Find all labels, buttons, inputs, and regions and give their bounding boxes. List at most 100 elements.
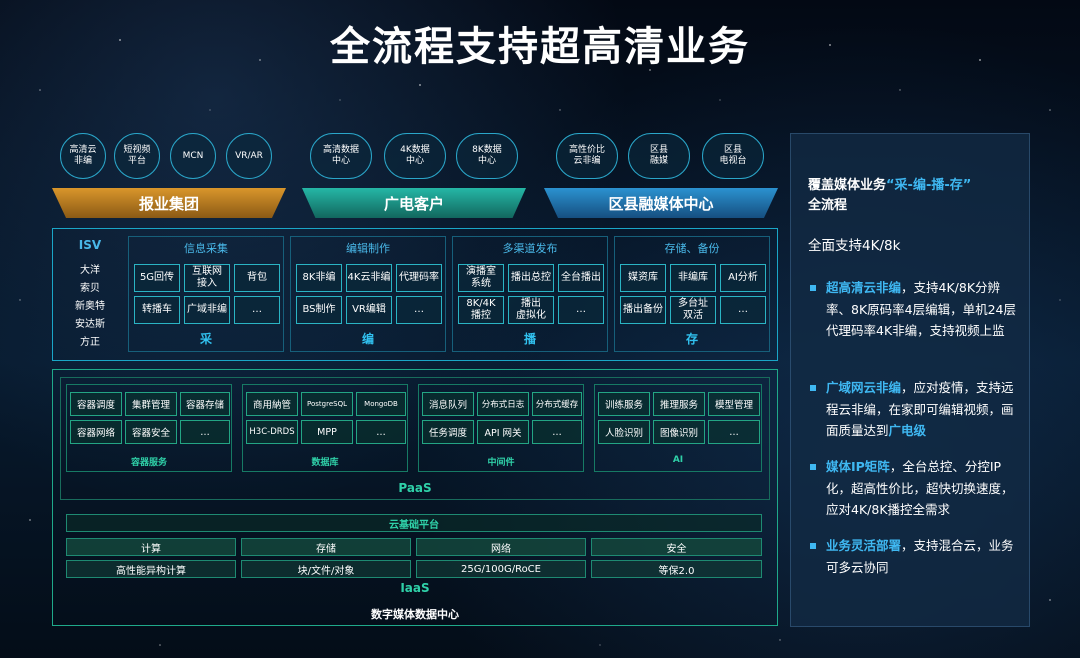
- county-media-circle: 区县 融媒: [628, 133, 690, 179]
- database-group: [242, 384, 408, 472]
- 8k-datacenter-circle: 8K数据 中心: [456, 133, 518, 179]
- p3-highlight: 媒体IP矩阵: [826, 459, 890, 474]
- collect-cell: 5G回传: [134, 264, 180, 292]
- edit-label: 编: [361, 332, 374, 346]
- iaas-head: 安全: [591, 538, 762, 556]
- iaas-value: 等保2.0: [591, 560, 762, 578]
- bullet-icon: [810, 543, 816, 549]
- ai-cell: …: [708, 420, 760, 444]
- middleware-label: 中间件: [487, 458, 515, 468]
- storage-cell: 媒资库: [620, 264, 666, 292]
- p1-text: ，支持4K/8K分辨率、8K原码率4层编辑，单机24层代理码率4K非编，支持视频…: [826, 280, 1017, 338]
- edit-cell: 代理码率: [396, 264, 442, 292]
- edit-heading: 编辑制作: [346, 242, 390, 255]
- database-label: 数据库: [311, 458, 339, 468]
- panel-heading: 覆盖媒体业务“采-编-播-存” 全流程: [808, 176, 1028, 216]
- database-cell: MPP: [301, 420, 353, 444]
- middleware-cell: 任务调度: [422, 420, 474, 444]
- p4-highlight: 业务灵活部署: [826, 538, 902, 553]
- container-group: [66, 384, 232, 472]
- storage-cell: 多台址 双活: [670, 296, 716, 324]
- container-cell: 容器调度: [70, 392, 122, 416]
- middleware-cell: 消息队列: [422, 392, 474, 416]
- panel-paragraph-4: 业务灵活部署，支持混合云，业务可多云协同: [826, 535, 1022, 578]
- middleware-group: [418, 384, 584, 472]
- iaas-value: 块/文件/对象: [241, 560, 411, 578]
- middleware-cell: API 网关: [477, 420, 529, 444]
- isv-item: 索贝: [80, 283, 100, 294]
- database-cell: MongoDB: [356, 392, 406, 416]
- database-cell: PostgreSQL: [301, 392, 353, 416]
- ai-cell: 模型管理: [708, 392, 760, 416]
- isv-item: 新奥特: [75, 301, 105, 312]
- database-cell: H3C-DRDS: [246, 420, 298, 444]
- storage-label: 存: [685, 332, 698, 346]
- p3-text: ，全台总控、分控IP化，超高性价比，超快切换速度，应对4K/8K播控全需求: [826, 459, 1014, 517]
- p1-highlight: 超高清云非编: [826, 280, 902, 295]
- broadcast-cell: 播出 虚拟化: [508, 296, 554, 324]
- storage-cell: 非编库: [670, 264, 716, 292]
- newspaper-group-banner: 报业集团: [52, 188, 286, 218]
- broadcast-cell: 全台播出: [558, 264, 604, 292]
- broadcast-client-banner: 广电客户: [302, 188, 526, 218]
- ai-cell: 训练服务: [598, 392, 650, 416]
- broadcast-heading: 多渠道发布: [502, 242, 558, 255]
- panel-subtitle: 全面支持4K/8k: [808, 238, 901, 254]
- edit-group: [290, 236, 446, 352]
- bullet-icon: [810, 285, 816, 291]
- iaas-value: 高性能异构计算: [66, 560, 236, 578]
- county-media-center-banner: 区县融媒体中心: [544, 188, 778, 218]
- edit-cell: 4K云非编: [346, 264, 392, 292]
- short-video-circle: 短视频 平台: [114, 133, 160, 179]
- iaas-head: 网络: [416, 538, 586, 556]
- middleware-cell: 分布式缓存: [532, 392, 582, 416]
- ai-cell: 图像识别: [653, 420, 705, 444]
- database-cell: 商用納管: [246, 392, 298, 416]
- edit-cell: VR编辑: [346, 296, 392, 324]
- collect-cell: 互联网 接入: [184, 264, 230, 292]
- bullet-icon: [810, 385, 816, 391]
- panel-heading-highlight: “采-编-播-存”: [886, 178, 972, 193]
- 4k-datacenter-circle: 4K数据 中心: [384, 133, 446, 179]
- ai-cell: 人脸识别: [598, 420, 650, 444]
- p2-highlight-2: 广电级: [888, 423, 927, 438]
- broadcast-cell: 8K/4K 播控: [458, 296, 504, 324]
- container-cell: 容器存储: [180, 392, 230, 416]
- ai-group: [594, 384, 762, 472]
- collect-cell: 转播车: [134, 296, 180, 324]
- vr-ar-circle: VR/AR: [226, 133, 272, 179]
- p2-text: ，应对疫情，支持远程云非编，在家即可编辑视频，画面质量达到: [826, 380, 1014, 438]
- ai-cell: 推理服务: [653, 392, 705, 416]
- bullet-icon: [810, 464, 816, 470]
- county-tv-circle: 区县 电视台: [702, 133, 764, 179]
- hd-datacenter-circle: 高清数据 中心: [310, 133, 372, 179]
- isv-item: 方正: [80, 337, 100, 348]
- middleware-cell: 分布式日志: [477, 392, 529, 416]
- iaas-head: 计算: [66, 538, 236, 556]
- mcn-circle: MCN: [170, 133, 216, 179]
- container-cell: 容器安全: [125, 420, 177, 444]
- cloud-platform-band: 云基础平台: [66, 514, 762, 532]
- datacenter-frame: [52, 369, 778, 626]
- broadcast-label: 播: [523, 332, 536, 346]
- storage-cell: 播出备份: [620, 296, 666, 324]
- broadcast-group: [452, 236, 608, 352]
- container-cell: 集群管理: [125, 392, 177, 416]
- storage-heading: 存储、备份: [664, 242, 720, 255]
- panel-paragraph-1: 超高清云非编，支持4K/8K分辨率、8K原码率4层编辑，单机24层代理码率4K非…: [826, 277, 1022, 342]
- middleware-cell: …: [532, 420, 582, 444]
- application-layer: [52, 228, 778, 361]
- storage-cell: AI分析: [720, 264, 766, 292]
- edit-cell: …: [396, 296, 442, 324]
- collect-cell: 广域非编: [184, 296, 230, 324]
- ai-label: AI: [672, 455, 684, 465]
- iaas-head: 存储: [241, 538, 411, 556]
- panel-heading-text-2: 全流程: [808, 198, 848, 213]
- collect-heading: 信息采集: [184, 242, 228, 255]
- broadcast-cell: 演播室 系统: [458, 264, 504, 292]
- isv-title: ISV: [78, 238, 102, 252]
- collect-label: 采: [199, 332, 212, 346]
- datacenter-label: 数字媒体数据中心: [371, 608, 459, 621]
- collect-cell: …: [234, 296, 280, 324]
- collect-group: [128, 236, 284, 352]
